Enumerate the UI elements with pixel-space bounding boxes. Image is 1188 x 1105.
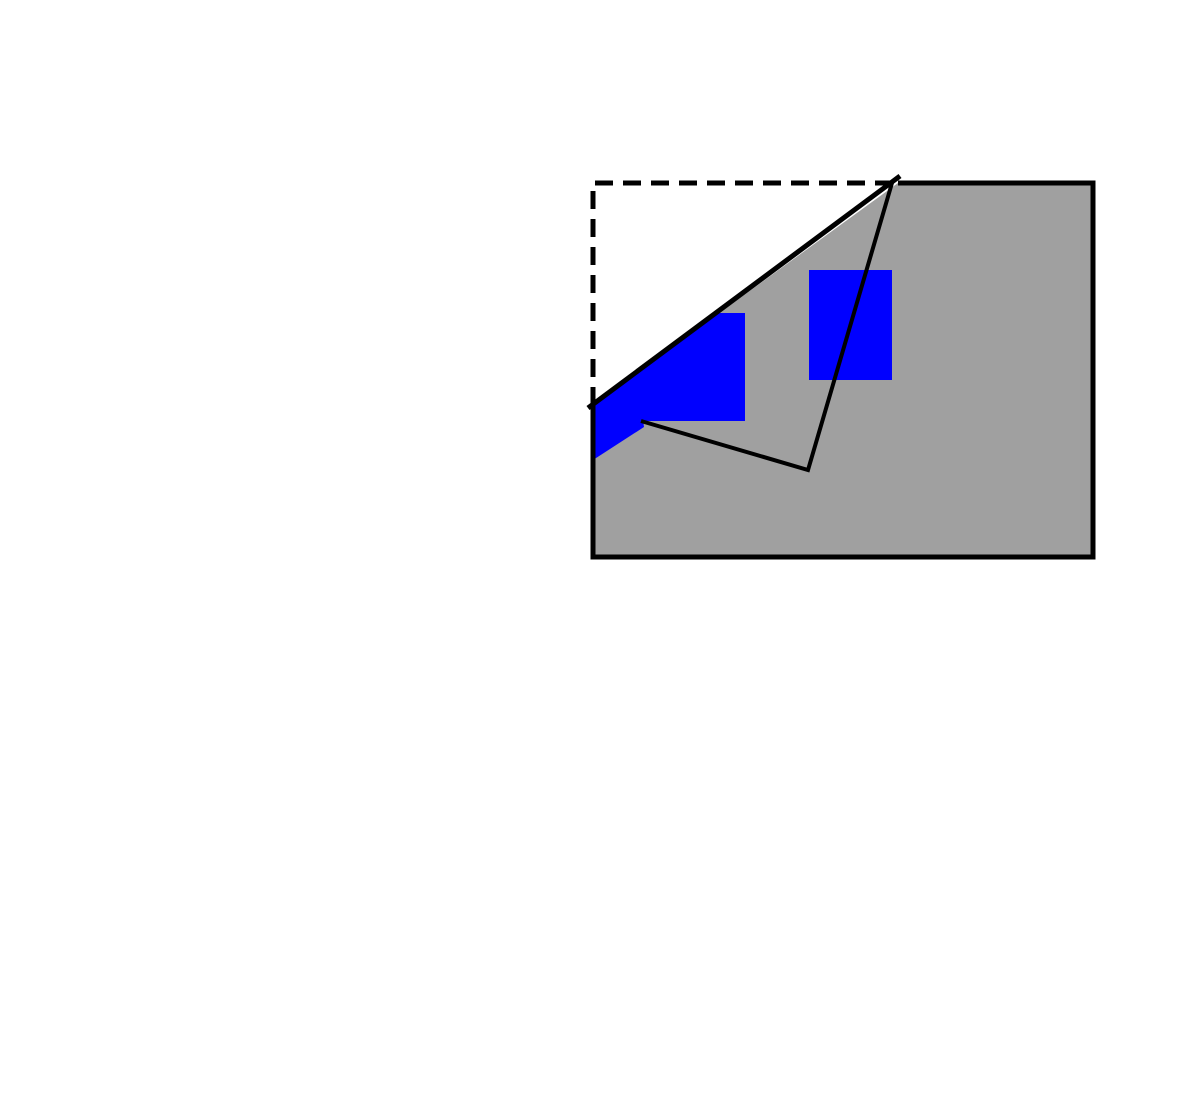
sheet-outline bbox=[590, 180, 1096, 560]
blue-flap-piece bbox=[593, 405, 644, 460]
fold-crease bbox=[640, 182, 894, 473]
fold-line bbox=[586, 173, 902, 411]
blue-rectangle-left bbox=[593, 313, 745, 421]
original-outline-dashed bbox=[590, 180, 898, 405]
